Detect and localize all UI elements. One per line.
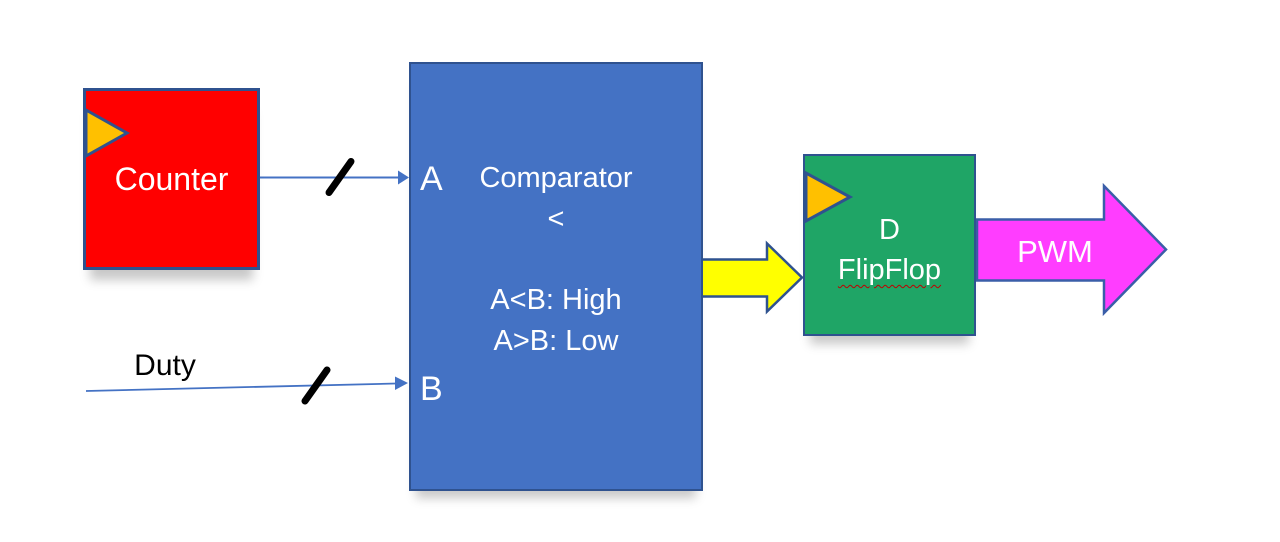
flipflop-label-line2: FlipFlop — [805, 249, 974, 291]
bus-slash-icon — [325, 158, 355, 196]
pwm-output-arrow — [975, 182, 1168, 317]
comparator-rule-low: A>B: Low — [493, 325, 619, 357]
comparator-rule-high: A<B: High — [490, 284, 622, 316]
comparator-title: Comparator — [479, 162, 633, 194]
pwm-signal-label: PWM — [1017, 234, 1093, 269]
flipflop-label-line1: D — [879, 214, 900, 246]
clock-edge-icon — [84, 107, 131, 159]
comparator-to-flipflop-arrow — [698, 240, 804, 315]
flipflop-label-spellcheck-squiggle: FlipFlop — [837, 254, 942, 286]
duty-to-b-arrowhead-icon — [395, 376, 408, 390]
comparator-block: Comparator < A<B: High A>B: Low A B — [409, 62, 703, 491]
flipflop-block: D FlipFlop — [803, 154, 976, 336]
bus-slash-icon — [301, 366, 331, 405]
comparator-port-a-label: A — [420, 160, 443, 198]
duty-to-b-wire — [85, 382, 397, 392]
counter-to-a-arrowhead-icon — [398, 170, 409, 185]
comparator-port-b-label: B — [420, 370, 443, 408]
duty-signal-label: Duty — [134, 349, 196, 382]
comparator-operator: < — [547, 203, 565, 235]
counter-label: Counter — [114, 160, 229, 197]
counter-block: Counter — [83, 88, 260, 270]
